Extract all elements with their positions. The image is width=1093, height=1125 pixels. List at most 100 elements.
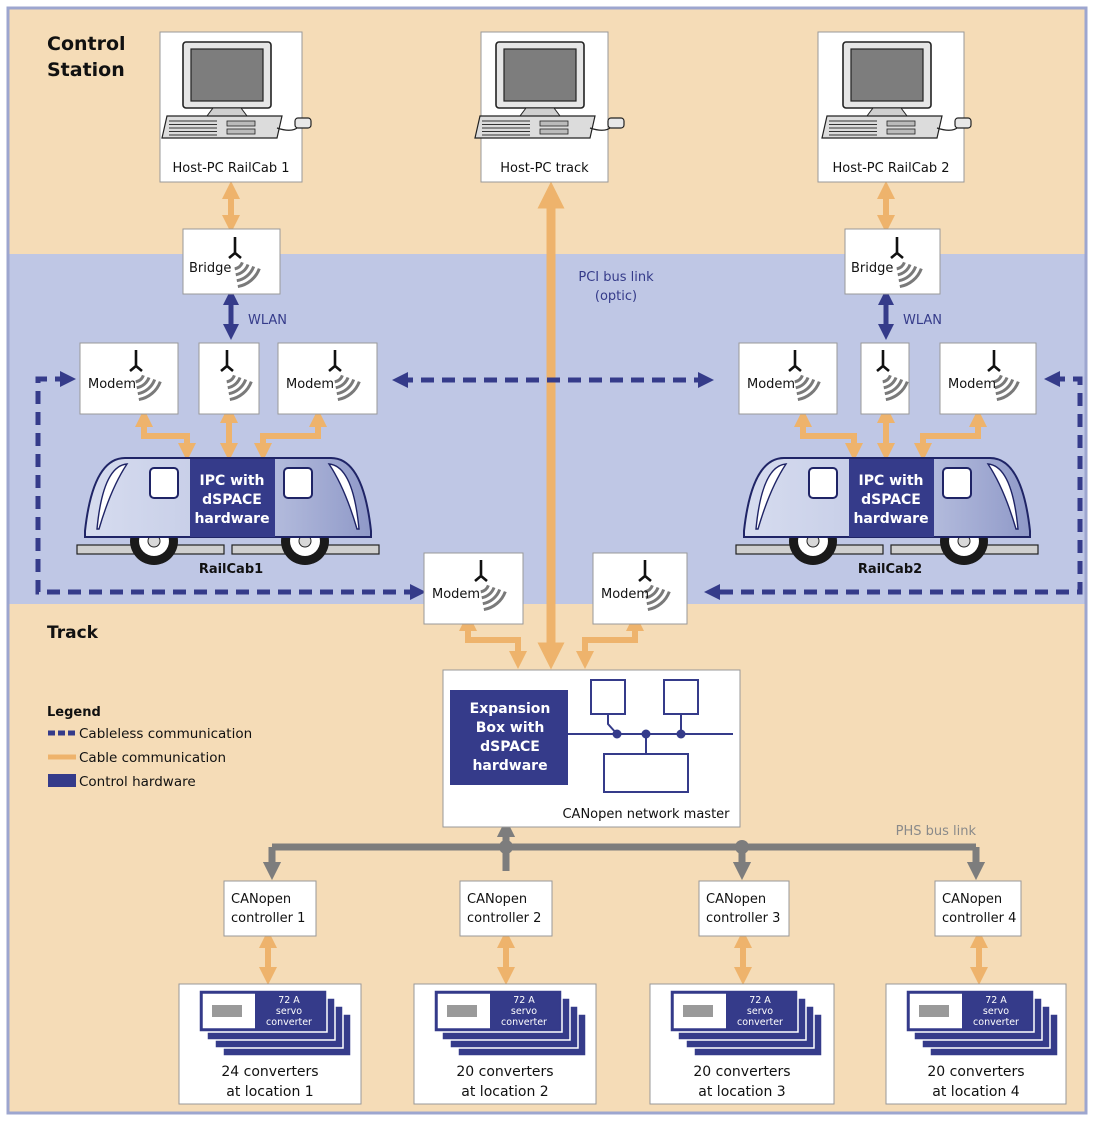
radio-waves-icon: [899, 267, 923, 289]
bridge-label: Bridge: [189, 261, 231, 276]
wlan-access-point-2: [198, 342, 260, 415]
ipc-block: [849, 459, 934, 537]
wlan-label: WLAN: [248, 313, 287, 328]
monitor-screen: [190, 48, 264, 102]
can-junction: [676, 729, 686, 739]
radio-waves-icon: [647, 590, 671, 612]
side-window-left: [149, 467, 179, 499]
pci-bus-link-label: PCI bus link(optic): [578, 270, 654, 304]
expansion-hardware-block: [450, 690, 568, 785]
radio-waves-icon: [480, 584, 490, 594]
radio-waves-icon: [996, 380, 1020, 402]
side-window-right: [283, 467, 313, 499]
mouse-icon: [607, 117, 625, 129]
modem-8: Modem: [592, 552, 688, 625]
modem-box: [939, 342, 1037, 415]
link-labels: WLAN WLAN PCI bus link(optic) PHS bus link: [248, 270, 976, 839]
wlan-access-point-5: [860, 342, 910, 415]
host-pc-label: Host-PC RailCab 1: [173, 161, 290, 176]
controller-box: [459, 880, 553, 937]
modem-label: Modem: [948, 377, 996, 392]
host-pcs: Host-PC RailCab 1 Host-PC track Host-PC Ra…: [159, 31, 972, 183]
host-pc-label: Host-PC track: [500, 161, 589, 176]
radio-waves-icon: [646, 588, 666, 606]
drive-slot: [226, 120, 256, 127]
drive-slot: [539, 128, 569, 135]
antenna-icon: [228, 237, 242, 259]
wlan-label: WLAN: [903, 313, 942, 328]
phs-bus-link-label: PHS bus link: [896, 824, 977, 839]
radio-waves-icon: [882, 374, 892, 384]
zone-label-track: Track: [47, 623, 99, 643]
modem-box: [738, 342, 838, 415]
host-pc-label: Host-PC RailCab 2: [833, 161, 950, 176]
legend-title: Legend: [47, 705, 101, 720]
windshield-left: [755, 463, 788, 530]
modem-box: [423, 552, 524, 625]
monitor-stand: [866, 107, 908, 117]
radio-waves-icon: [644, 584, 654, 594]
radio-waves-icon: [795, 376, 810, 390]
drive-slot: [886, 120, 916, 127]
radio-waves-icon: [993, 374, 1003, 384]
radio-waves-icon: [337, 380, 361, 402]
antenna-icon: [638, 560, 652, 582]
antenna-icon: [987, 350, 1001, 372]
radio-waves-icon: [897, 263, 912, 277]
cableless-loop-left: [35, 370, 427, 601]
converter-display: [683, 1005, 713, 1017]
radio-waves-icon: [884, 378, 904, 396]
radio-waves-icon: [228, 378, 248, 396]
converter-label-panel: [255, 993, 324, 1029]
radio-waves-icon: [137, 378, 157, 396]
radio-waves-icon: [334, 374, 344, 384]
can-junction: [641, 729, 651, 739]
monitor-screen: [850, 48, 924, 102]
radio-waves-icon: [483, 590, 507, 612]
modem-label: Modem: [88, 377, 136, 392]
radio-waves-icon: [235, 263, 250, 277]
phs-bus-node-3: [735, 840, 749, 854]
radio-waves-icon: [481, 586, 496, 600]
radio-waves-icon: [136, 376, 151, 390]
expansion-caption: CANopen network master: [562, 807, 730, 822]
legend-item-label: Cable communication: [79, 750, 226, 766]
antenna-icon: [129, 350, 143, 372]
radio-waves-icon: [227, 376, 242, 390]
radio-waves-icon: [237, 267, 261, 289]
modem-box: [198, 342, 260, 415]
radio-waves-icon: [796, 378, 816, 396]
converter-display: [212, 1005, 242, 1017]
radio-waves-icon: [885, 380, 909, 402]
ipc-block: [190, 459, 275, 537]
railcab-name: RailCab2: [858, 562, 922, 577]
bridge-box: [844, 228, 941, 295]
radio-waves-icon: [896, 261, 906, 271]
cable-track-modem1-expansion: [459, 613, 527, 669]
radio-waves-icon: [336, 378, 356, 396]
drive-slot: [886, 128, 916, 135]
radio-waves-icon: [797, 380, 821, 402]
radio-waves-icon: [236, 265, 256, 283]
radio-waves-icon: [645, 586, 660, 600]
